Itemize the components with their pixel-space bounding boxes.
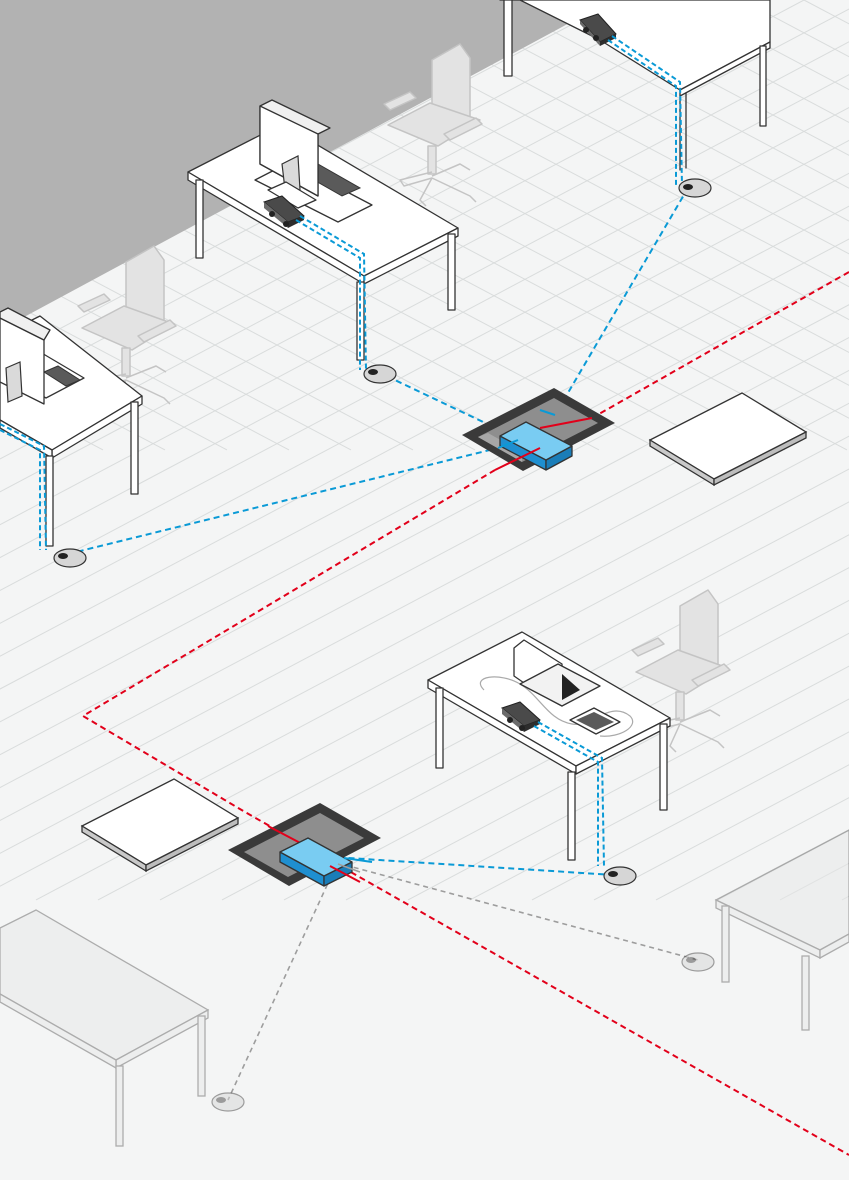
grid-line bbox=[0, 107, 849, 559]
grid-line bbox=[0, 205, 849, 657]
grid-line bbox=[97, 501, 849, 901]
grid-line bbox=[0, 0, 805, 427]
grid-line bbox=[0, 139, 849, 591]
grid-line bbox=[0, 230, 414, 451]
grid-line bbox=[0, 435, 849, 887]
grid-line bbox=[0, 296, 290, 451]
desk-top-right bbox=[499, 0, 771, 198]
network-hub-icon bbox=[462, 388, 615, 471]
unused-cable-run bbox=[227, 867, 336, 1101]
desk-laptop bbox=[427, 631, 671, 886]
grid-line bbox=[0, 8, 849, 460]
grid-line bbox=[431, 0, 849, 222]
unused-cable-run bbox=[344, 864, 699, 961]
data-cables bbox=[67, 187, 689, 876]
grid-line bbox=[0, 74, 849, 526]
data-cable-run bbox=[554, 187, 689, 416]
grid-line bbox=[0, 172, 849, 624]
grid-line bbox=[407, 665, 849, 901]
tablet-icon bbox=[569, 707, 621, 735]
desk-faded-left bbox=[0, 909, 210, 1147]
grid-line bbox=[0, 99, 662, 451]
chair-icon bbox=[77, 245, 177, 409]
floor-outlet-icon bbox=[603, 866, 637, 886]
floor-outlet-icon bbox=[681, 952, 715, 972]
floor-tile-icon bbox=[648, 392, 808, 487]
docking-station-icon bbox=[500, 701, 541, 732]
grid-line bbox=[0, 263, 352, 451]
grid-line bbox=[679, 0, 849, 91]
grid-line bbox=[0, 0, 743, 394]
grid-line bbox=[0, 41, 849, 493]
network-hub-icon bbox=[228, 803, 381, 887]
grid-line bbox=[0, 0, 681, 361]
chair-icon bbox=[383, 43, 483, 207]
grid-line bbox=[493, 0, 849, 189]
data-cable-run bbox=[377, 371, 501, 431]
monitor-icon bbox=[0, 307, 51, 405]
docking-station-icon bbox=[262, 195, 305, 228]
grid-line bbox=[469, 698, 849, 901]
floor-outlet-icon bbox=[211, 1092, 245, 1112]
desk-faded-right bbox=[714, 829, 849, 1031]
grid-line bbox=[221, 567, 849, 901]
data-cable-run bbox=[347, 857, 615, 876]
floor-outlet-icon bbox=[53, 548, 87, 568]
unused-cables bbox=[227, 864, 699, 1101]
floor-outlet-icon bbox=[363, 364, 397, 384]
grid-line bbox=[0, 0, 619, 329]
floor-outlet-icon bbox=[678, 178, 712, 198]
desk-monitor-left bbox=[0, 307, 143, 568]
grid-line bbox=[345, 632, 849, 901]
laptop-icon bbox=[513, 639, 601, 707]
monitor-icon bbox=[259, 99, 331, 209]
data-cable-run bbox=[67, 447, 499, 555]
grid-line bbox=[0, 304, 849, 756]
grid-line bbox=[35, 468, 849, 901]
grid-line bbox=[531, 731, 849, 901]
backbone-cable bbox=[81, 469, 849, 1156]
grid-line bbox=[0, 238, 849, 690]
grid-line bbox=[0, 337, 849, 789]
desk-monitor-center bbox=[187, 99, 459, 384]
chair-icon bbox=[631, 589, 731, 753]
floor-tile-icon bbox=[80, 778, 240, 873]
